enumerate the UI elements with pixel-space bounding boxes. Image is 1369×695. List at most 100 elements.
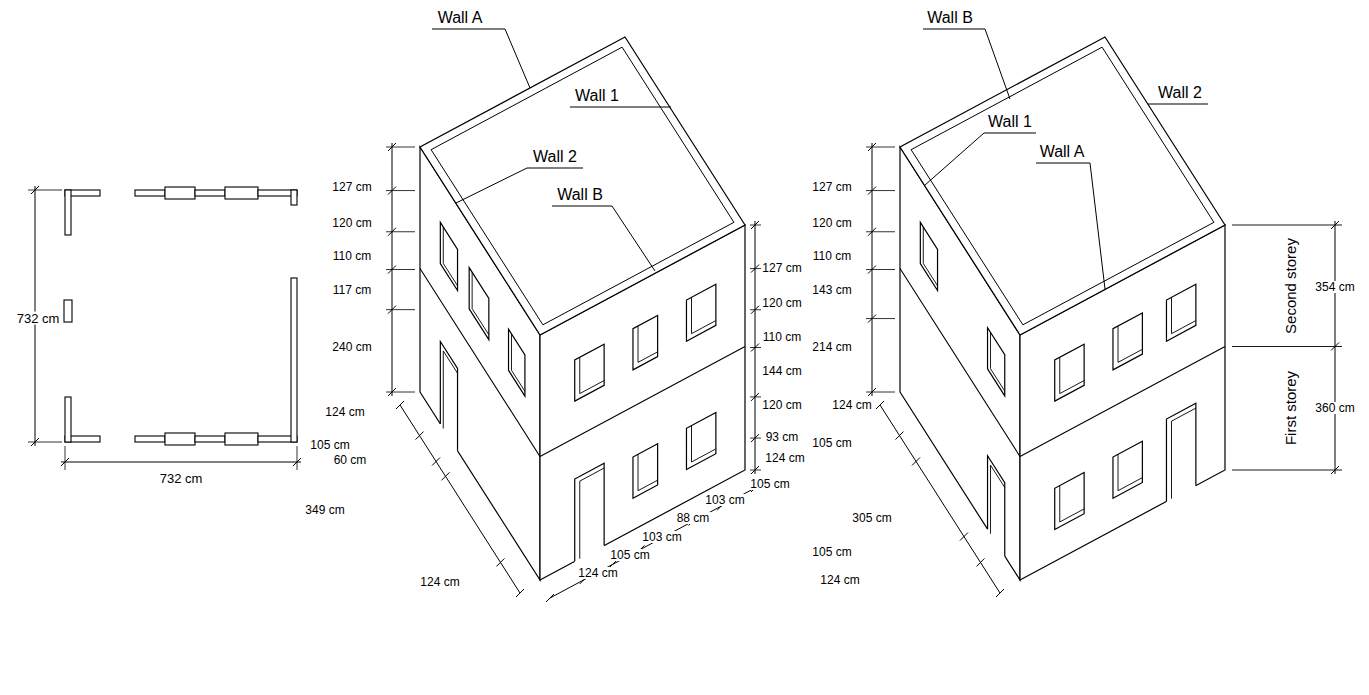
wall-name: Wall 1 (987, 114, 1033, 130)
dimension-label: 117 cm (332, 284, 372, 296)
dimension-tick (432, 457, 440, 465)
extension-line (386, 147, 415, 148)
dimension-label: 124 cm (764, 452, 805, 464)
extension-line (866, 269, 895, 270)
dimension-tick (388, 266, 396, 274)
dimension-label: 110 cm (332, 250, 372, 262)
storey-name: First storey (1283, 370, 1298, 446)
door-opening (575, 463, 604, 561)
dimension-tick (876, 401, 884, 409)
extension-line (386, 309, 415, 310)
window-reveal (692, 426, 716, 462)
dimension-tick (442, 472, 450, 480)
window-reveal (1172, 297, 1196, 333)
dimension-tick (751, 466, 759, 474)
dimension-line (550, 488, 755, 598)
isometric-view (866, 29, 1225, 597)
dimension-tick (896, 432, 904, 440)
plan-wall (165, 433, 195, 445)
extension-line (866, 190, 895, 191)
door-reveal (443, 351, 457, 429)
leader-line (923, 29, 1010, 99)
window-opening (1055, 472, 1084, 529)
dimension-label: 127 cm (331, 181, 372, 193)
plan-wall (65, 190, 71, 235)
door-reveal (990, 465, 1004, 534)
plan-wall (195, 436, 225, 442)
window-reveal (472, 272, 489, 335)
extension-line (28, 190, 62, 191)
dimension-label: 732 cm (159, 472, 204, 485)
door-gap (575, 546, 604, 562)
window-opening (988, 328, 1005, 396)
leader-line (1036, 163, 1105, 289)
dimension-tick (396, 401, 404, 409)
dimension-tick (388, 187, 396, 195)
dimension-tick (388, 306, 396, 314)
dimension-tick (31, 186, 39, 194)
dimension-tick (960, 533, 968, 541)
wall-name: Wall 2 (1157, 85, 1203, 101)
dimension-label: 105 cm (811, 437, 852, 449)
extension-line (386, 190, 415, 191)
extension-line (866, 318, 895, 319)
plan-wall (135, 436, 165, 442)
dimension-label: 144 cm (761, 365, 802, 377)
dimension-label: 60 cm (333, 454, 368, 466)
extension-line (65, 446, 66, 470)
window-reveal (511, 334, 524, 391)
extension-line (866, 231, 895, 232)
plan-wall (195, 190, 225, 196)
dimension-label: 110 cm (812, 250, 852, 262)
dimension-tick (416, 432, 424, 440)
extension-line (386, 269, 415, 270)
dimension-tick (868, 388, 876, 396)
dimension-line (880, 405, 1000, 593)
door-gap (1166, 486, 1195, 502)
isometric-view (386, 29, 761, 602)
dimension-label: 103 cm (704, 494, 745, 506)
window-reveal (990, 332, 1004, 391)
leader-line (552, 206, 655, 271)
dimension-label: 105 cm (309, 439, 350, 451)
dimension-label: 127 cm (811, 181, 852, 193)
dimension-label: 93 cm (765, 431, 800, 443)
dimension-label: 110 cm (762, 331, 802, 343)
dimension-tick (868, 266, 876, 274)
dimension-label: 124 cm (419, 576, 460, 588)
door-reveal (580, 468, 604, 559)
window-reveal (1118, 326, 1142, 362)
dimension-tick (388, 388, 396, 396)
window-opening (1113, 441, 1142, 498)
dimension-label: 105 cm (749, 478, 790, 490)
window-opening (1055, 344, 1084, 401)
wall-name: Wall A (437, 10, 484, 26)
extension-line (1232, 346, 1342, 347)
dimension-tick (751, 306, 759, 314)
window-reveal (1118, 454, 1142, 490)
dimension-tick (751, 221, 759, 229)
plan-wall (291, 190, 297, 205)
leader-line (1148, 104, 1208, 105)
dimension-tick (751, 344, 759, 352)
leader-line (570, 107, 671, 108)
plan-wall (225, 187, 258, 199)
extension-line (1232, 470, 1342, 471)
wall-thickness (431, 47, 734, 325)
window-opening (686, 413, 715, 470)
dimension-tick (751, 265, 759, 273)
extension-line (1232, 225, 1342, 226)
window-reveal (923, 227, 937, 286)
dimension-label: 120 cm (811, 217, 852, 229)
dimension-label: 127 cm (761, 262, 802, 274)
window-reveal (580, 357, 604, 393)
dimension-label: 120 cm (331, 217, 372, 229)
dimension-label: 143 cm (811, 284, 852, 296)
plan-wall (64, 300, 72, 322)
dimension-label: 105 cm (609, 549, 650, 561)
window-reveal (692, 297, 716, 333)
dimension-tick (751, 393, 759, 401)
dimension-label: 124 cm (324, 406, 365, 418)
plan-view (28, 186, 301, 470)
